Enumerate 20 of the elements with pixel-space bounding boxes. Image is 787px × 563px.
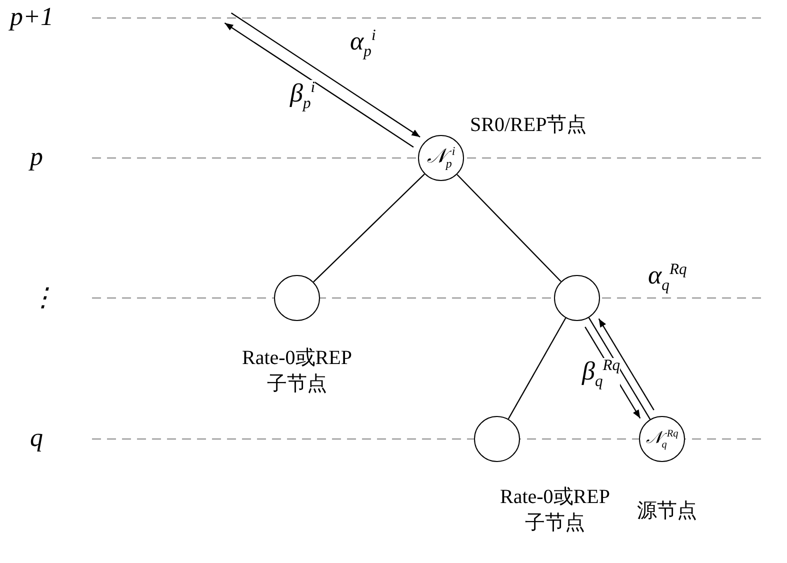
level-label: q <box>30 423 43 453</box>
tree-branch-line <box>588 317 651 420</box>
arrow <box>230 12 420 138</box>
level-label: p+1 <box>10 2 54 32</box>
level-label: ⋮ <box>30 282 56 313</box>
tree-branch-line <box>456 174 562 282</box>
level-label: p <box>30 142 43 172</box>
node-caption: Rate-0或REP 子节点 <box>499 485 611 536</box>
tree-branch-line <box>508 318 566 420</box>
tree-node-circle <box>639 416 685 462</box>
arrow <box>598 318 654 410</box>
tree-node-circle <box>474 416 520 462</box>
tree-node-circle <box>554 275 600 321</box>
node-caption: SR0/REP节点 <box>470 113 587 138</box>
tree-branch-line <box>313 174 425 282</box>
tree-node-circle <box>274 275 320 321</box>
arrow <box>224 22 414 148</box>
tree-node-circle <box>418 135 464 181</box>
node-caption: Rate-0或REP 子节点 <box>241 346 353 397</box>
node-caption: 源节点 <box>636 499 698 524</box>
